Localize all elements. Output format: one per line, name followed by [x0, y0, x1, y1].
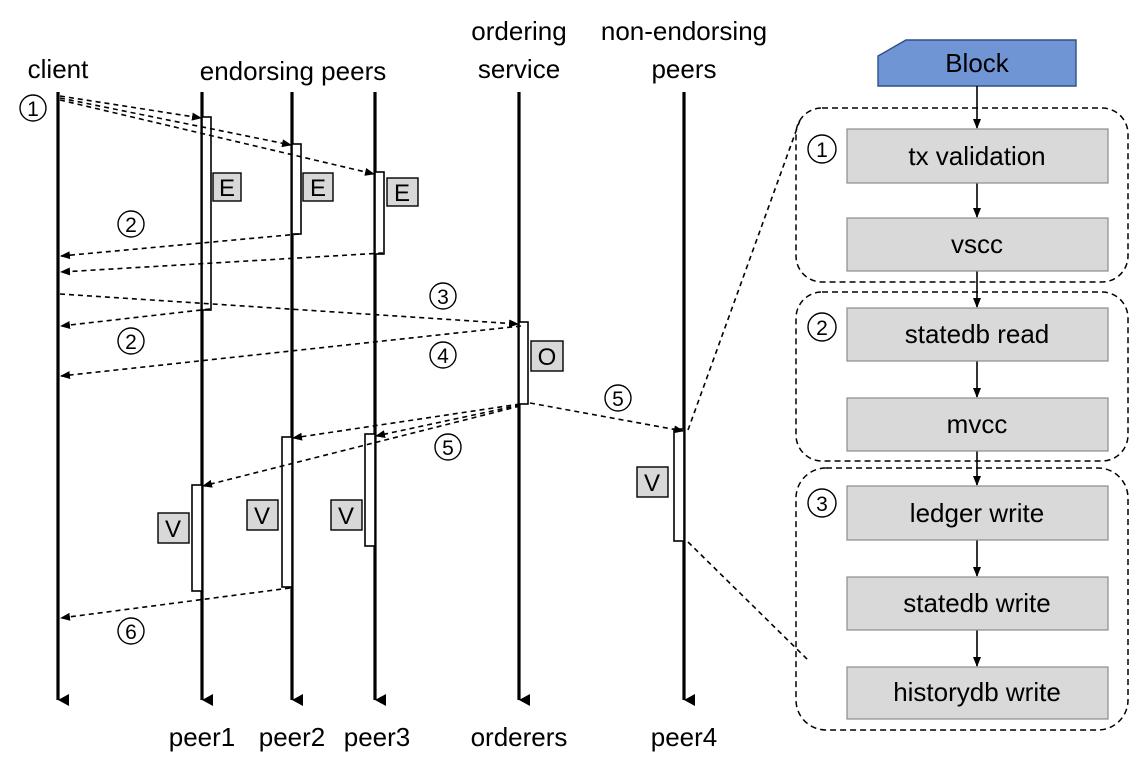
response-arrow-peer2 — [60, 233, 300, 260]
message-number-2-lower: 2 — [117, 327, 145, 355]
svg-text:3: 3 — [437, 286, 449, 309]
svg-text:1: 1 — [27, 98, 39, 121]
step-statedb-read: statedb read — [846, 307, 1109, 362]
svg-text:E: E — [394, 180, 410, 207]
peer1-endorse-activation — [201, 116, 212, 311]
svg-text:historydb write: historydb write — [893, 677, 1061, 707]
ordering-service-header-line1: ordering — [471, 16, 566, 46]
deliver-arrow-peer2 — [292, 403, 521, 441]
validation-group-2 — [795, 291, 1129, 462]
deliver-arrow-peer3 — [375, 404, 521, 439]
endorse-tag-peer3: E — [386, 177, 419, 207]
svg-text:5: 5 — [442, 437, 454, 460]
svg-text:3: 3 — [816, 493, 828, 516]
svg-text:Block: Block — [945, 48, 1010, 78]
svg-text:tx validation: tx validation — [908, 141, 1045, 171]
validation-group-1 — [795, 107, 1129, 283]
deliver-arrow-peer4 — [529, 402, 684, 434]
non-endorsing-peers-header-line1: non-endorsing — [601, 16, 767, 46]
svg-text:O: O — [538, 344, 557, 371]
svg-text:E: E — [310, 175, 326, 202]
deliver-arrow-peer1 — [202, 405, 521, 488]
svg-text:2: 2 — [125, 214, 137, 237]
svg-text:1: 1 — [816, 139, 828, 162]
svg-text:ledger write: ledger write — [910, 498, 1044, 528]
validate-tag-peer3: V — [330, 499, 363, 531]
event-arrow-client — [60, 587, 291, 621]
svg-text:6: 6 — [125, 621, 137, 644]
peer1-footer: peer1 — [169, 722, 236, 752]
message-number-5-upper: 5 — [604, 384, 632, 412]
svg-text:statedb read: statedb read — [905, 319, 1050, 349]
svg-text:V: V — [644, 470, 660, 497]
step-historydb-write: historydb write — [846, 666, 1109, 720]
svg-text:4: 4 — [437, 345, 449, 368]
validate-tag-peer1: V — [157, 512, 190, 544]
step-tx-validation: tx validation — [846, 128, 1109, 184]
response-arrow-peer1 — [60, 308, 211, 329]
peer4-validate-activation — [673, 428, 685, 542]
submit-to-orderer-arrow — [59, 293, 519, 328]
peer2-validate-activation — [281, 436, 293, 588]
svg-text:statedb write: statedb write — [903, 588, 1050, 618]
svg-text:V: V — [338, 503, 354, 530]
message-number-5-lower: 5 — [434, 433, 462, 461]
non-endorsing-peers-header-line2: peers — [651, 54, 716, 84]
peer3-endorse-activation — [374, 171, 385, 255]
client-header: client — [28, 54, 89, 84]
svg-text:2: 2 — [816, 317, 828, 340]
step-mvcc: mvcc — [846, 397, 1109, 452]
peer2-footer: peer2 — [259, 722, 326, 752]
step-ledger-write: ledger write — [846, 485, 1109, 541]
group-number-1: 1 — [807, 134, 837, 164]
message-number-1: 1 — [19, 94, 47, 122]
message-number-3: 3 — [429, 282, 457, 310]
svg-text:mvcc: mvcc — [947, 409, 1008, 439]
svg-text:E: E — [219, 175, 235, 202]
response-arrow-peer3 — [60, 252, 384, 276]
message-number-2-upper: 2 — [117, 210, 145, 238]
endorse-tag-peer1: E — [212, 172, 242, 202]
order-tag: O — [530, 340, 564, 372]
svg-text:2: 2 — [125, 331, 137, 354]
proposal-arrow-peer2 — [59, 97, 292, 148]
peer2-endorse-activation — [291, 143, 302, 235]
ordering-service-header-line2: service — [478, 54, 560, 84]
validation-group-3 — [795, 467, 1129, 731]
svg-text:V: V — [254, 503, 270, 530]
block-header: Block — [877, 39, 1077, 87]
svg-text:5: 5 — [612, 388, 624, 411]
group-number-2: 2 — [807, 312, 837, 342]
validate-tag-peer2: V — [246, 499, 279, 531]
group-number-3: 3 — [807, 488, 837, 518]
endorsing-peers-header: endorsing peers — [200, 56, 386, 86]
zoom-line-bottom — [687, 541, 809, 661]
peer4-footer: peer4 — [651, 722, 718, 752]
peer1-validate-activation — [191, 484, 203, 592]
proposal-arrow-peer3 — [59, 99, 375, 176]
orderer-activation — [518, 321, 529, 405]
orderers-footer: orderers — [471, 722, 568, 752]
endorse-tag-peer2: E — [302, 172, 334, 202]
zoom-line-top — [687, 119, 801, 431]
validate-tag-peer4: V — [636, 466, 669, 498]
proposal-arrow-peer1 — [59, 95, 202, 121]
step-vscc: vscc — [846, 217, 1109, 272]
message-number-6: 6 — [117, 617, 145, 645]
svg-text:vscc: vscc — [951, 229, 1003, 259]
step-statedb-write: statedb write — [846, 576, 1109, 631]
peer3-validate-activation — [364, 433, 376, 547]
peer3-footer: peer3 — [344, 722, 411, 752]
message-number-4: 4 — [429, 341, 457, 369]
svg-text:V: V — [165, 516, 181, 543]
